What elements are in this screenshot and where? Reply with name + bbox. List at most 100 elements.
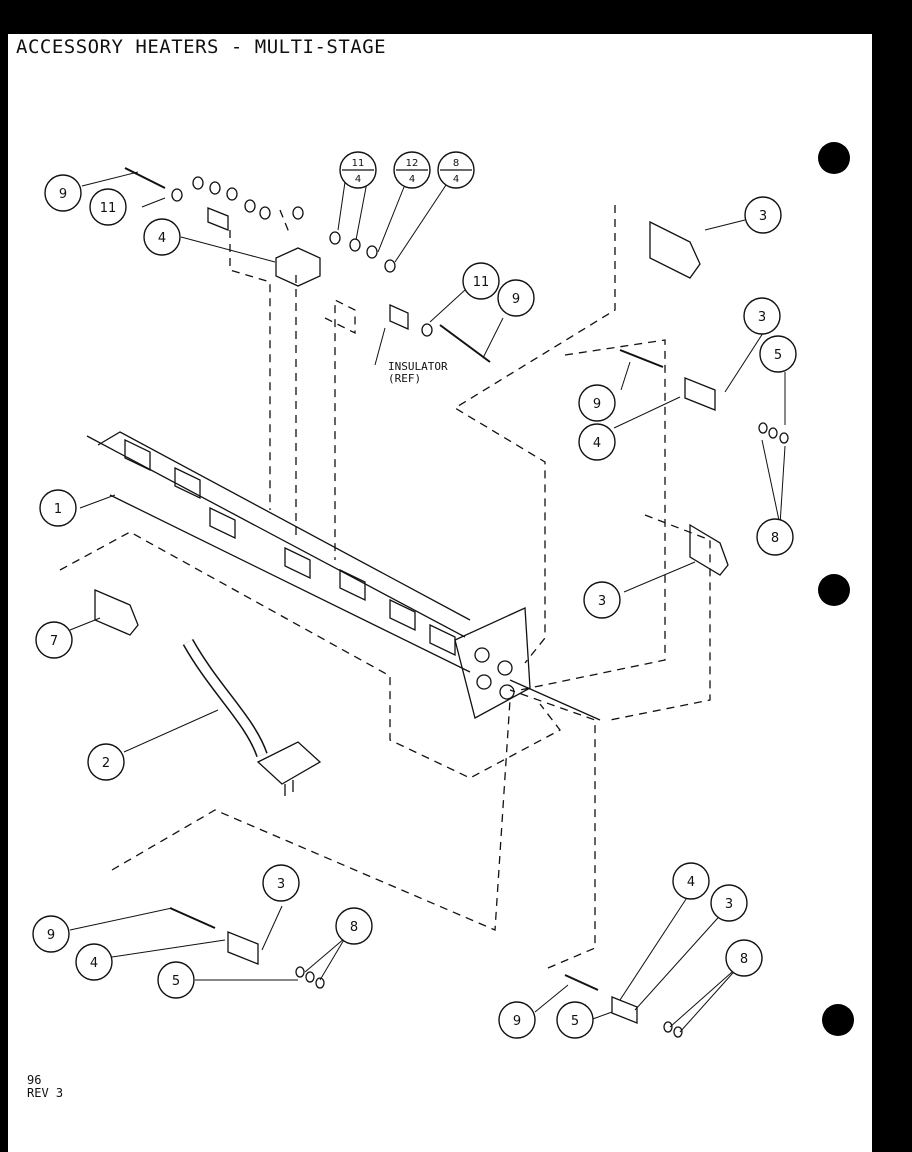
callout-circle bbox=[262, 864, 300, 902]
callout-label: 5 bbox=[774, 348, 782, 363]
callout-c5a: 5 bbox=[759, 335, 797, 373]
callout-circle bbox=[498, 1001, 536, 1039]
heater-assembly bbox=[86, 431, 601, 721]
callout-c9a: 9 bbox=[44, 174, 82, 212]
callout-c5c: 5 bbox=[556, 1001, 594, 1039]
callout-c9d: 9 bbox=[32, 915, 70, 953]
fraction-callout: 84 bbox=[437, 151, 475, 189]
callout-circle bbox=[578, 384, 616, 422]
callout-label: 8 bbox=[771, 531, 779, 546]
callout-circle bbox=[672, 862, 710, 900]
callout-c3d: 3 bbox=[262, 864, 300, 902]
callout-circle bbox=[44, 174, 82, 212]
callout-circle bbox=[759, 335, 797, 373]
fraction-bottom: 4 bbox=[355, 174, 361, 185]
callout-circle bbox=[756, 518, 794, 556]
callout-circle bbox=[32, 915, 70, 953]
callout-label: 4 bbox=[158, 231, 166, 246]
callout-label: 9 bbox=[47, 928, 55, 943]
washers bbox=[171, 176, 789, 1038]
callout-label: 9 bbox=[512, 292, 520, 307]
fraction-top: 11 bbox=[352, 158, 365, 169]
callout-label: 5 bbox=[172, 974, 180, 989]
callout-label: 1 bbox=[54, 502, 62, 517]
fraction-callout: 124 bbox=[393, 151, 431, 189]
callout-circle bbox=[725, 939, 763, 977]
callout-circle bbox=[39, 489, 77, 527]
callout-c7: 7 bbox=[35, 621, 73, 659]
callout-label: 4 bbox=[90, 956, 98, 971]
callout-circle bbox=[87, 743, 125, 781]
callout-label: 9 bbox=[513, 1014, 521, 1029]
callout-circle bbox=[556, 1001, 594, 1039]
callout-c8b: 8 bbox=[335, 907, 373, 945]
callout-c5b: 5 bbox=[157, 961, 195, 999]
callout-c9c: 9 bbox=[578, 384, 616, 422]
revision-label: REV 3 bbox=[27, 1086, 64, 1100]
fraction-callout: 114 bbox=[339, 151, 377, 189]
callout-c11b: 11 bbox=[462, 262, 500, 300]
insulator-note-line2: (REF) bbox=[388, 372, 421, 385]
callout-circle bbox=[35, 621, 73, 659]
callout-circle bbox=[157, 961, 195, 999]
callout-c3e: 3 bbox=[710, 884, 748, 922]
fraction-top: 12 bbox=[406, 158, 419, 169]
callout-circle bbox=[497, 279, 535, 317]
fraction-bottom: 4 bbox=[409, 174, 415, 185]
insulators bbox=[207, 207, 716, 1024]
callout-circle bbox=[710, 884, 748, 922]
callout-c2: 2 bbox=[87, 743, 125, 781]
insulator-note-line1: INSULATOR bbox=[388, 360, 448, 373]
callout-label: 9 bbox=[59, 187, 67, 202]
callout-circle bbox=[744, 196, 782, 234]
callout-c9b: 9 bbox=[497, 279, 535, 317]
leader-lines bbox=[69, 171, 786, 1033]
page-number: 96 bbox=[27, 1073, 42, 1087]
terminal-blocks bbox=[94, 220, 729, 636]
callout-label: 7 bbox=[50, 634, 58, 649]
callout-circle bbox=[89, 188, 127, 226]
callout-c8c: 8 bbox=[725, 939, 763, 977]
callout-circle bbox=[75, 943, 113, 981]
callout-c4a: 4 bbox=[143, 218, 181, 256]
page-title: ACCESSORY HEATERS - MULTI-STAGE bbox=[16, 36, 387, 58]
callout-label: 4 bbox=[593, 436, 601, 451]
callout-c4d: 4 bbox=[672, 862, 710, 900]
callout-c1: 1 bbox=[39, 489, 77, 527]
callout-label: 4 bbox=[687, 875, 695, 890]
callout-circle bbox=[335, 907, 373, 945]
callout-label: 11 bbox=[100, 201, 117, 216]
callout-label: 3 bbox=[598, 594, 606, 609]
callout-c4b: 4 bbox=[578, 423, 616, 461]
callout-label: 3 bbox=[758, 310, 766, 325]
registration-dots bbox=[818, 142, 854, 1036]
callout-label: 3 bbox=[759, 209, 767, 224]
callout-c3c: 3 bbox=[583, 581, 621, 619]
callout-c11a: 11 bbox=[89, 188, 127, 226]
callout-c4c: 4 bbox=[75, 943, 113, 981]
callout-circle bbox=[578, 423, 616, 461]
assembly-dashed-lines bbox=[59, 205, 711, 969]
callout-circle bbox=[462, 262, 500, 300]
callout-label: 3 bbox=[277, 877, 285, 892]
callout-circle bbox=[143, 218, 181, 256]
callout-c3b: 3 bbox=[743, 297, 781, 335]
callout-label: 9 bbox=[593, 397, 601, 412]
callout-label: 8 bbox=[350, 920, 358, 935]
callout-label: 8 bbox=[740, 952, 748, 967]
callout-label: 3 bbox=[725, 897, 733, 912]
power-cord bbox=[182, 639, 322, 796]
callout-circle bbox=[583, 581, 621, 619]
top-hardware bbox=[124, 167, 664, 991]
callout-label: 5 bbox=[571, 1014, 579, 1029]
callout-circle bbox=[743, 297, 781, 335]
callout-c8a: 8 bbox=[756, 518, 794, 556]
fraction-top: 8 bbox=[453, 158, 459, 169]
callout-group: 1 2 3 3 3 3 3 4 4 4 4 5 5 5 7 8 8 8 9 9 9 9 9 11 11 bbox=[32, 174, 797, 1039]
callout-label: 11 bbox=[473, 275, 490, 290]
callout-label: 2 bbox=[102, 756, 110, 771]
callout-c3a: 3 bbox=[744, 196, 782, 234]
callout-c9e: 9 bbox=[498, 1001, 536, 1039]
